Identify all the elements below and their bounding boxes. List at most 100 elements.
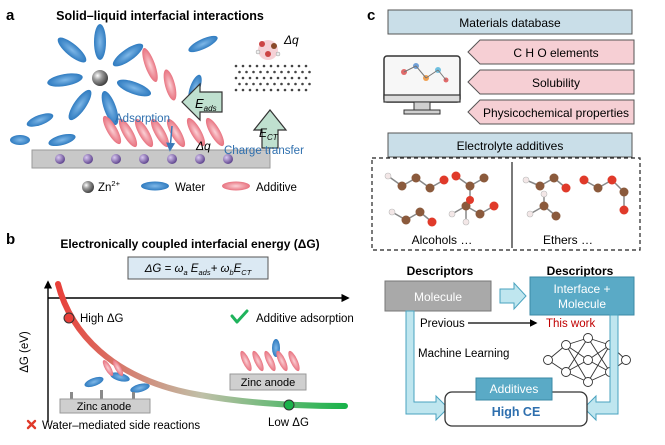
equation: ΔG = ωa Eads+ ωbECT [144,263,253,277]
hydrogen-atom [526,210,534,218]
charge-transfer-label: Charge transfer [224,145,304,157]
high-dg-label: High ΔG [80,313,124,325]
panel-a: a Solid–liquid interfacial interactions [6,7,311,194]
grid-dot [308,82,311,86]
additive-molecule [102,115,122,145]
additive-molecule [150,118,170,148]
carbon-atoms [535,173,629,221]
carbon-atom [593,183,603,193]
energy-curve [55,281,348,409]
panel-a-title: Solid–liquid interfacial interactions [56,9,264,23]
e-ads-arrow: Eads [181,82,223,122]
high-ce-label: High CE [492,405,541,419]
interface-grid [234,64,311,92]
additive-molecule [264,350,276,372]
zinc-anode-right-illustration: Zinc anode [229,339,307,391]
carbon-atom [539,201,549,211]
grid-dot [301,70,304,74]
substrate-atom [55,154,65,164]
carbon-atom [549,173,559,183]
oxygen-atom [466,196,474,204]
interface-box-line2: Molecule [558,297,606,311]
grid-dot [273,70,276,74]
additive-molecule [163,69,177,101]
oxygen-atom [451,171,461,181]
water-molecule [110,372,130,382]
water-molecule [68,89,92,121]
water-molecule [84,376,104,388]
grid-dot [290,88,294,92]
grid-dot [280,70,283,74]
grid-dot [252,82,255,86]
additive-adsorption-label: Additive adsorption [256,313,354,325]
water-molecule [130,383,150,393]
molecule-box [384,280,492,312]
additive-molecule [102,360,114,376]
carbon-atom [479,173,489,183]
grid-dot [297,64,301,68]
hydrated-zn-cluster [47,24,152,126]
grid-dot [266,82,269,86]
cross-icon [26,419,37,430]
grid-dot [259,82,262,86]
delta-q-top: Δq [283,33,299,47]
materials-database-label: Materials database [459,16,561,30]
electrolyte-additives-label: Electrolyte additives [457,139,564,153]
grid-dot [241,88,245,92]
additive-molecule [134,118,154,148]
water-molecule [47,73,83,87]
grid-dot [248,64,252,68]
additive-molecule [240,350,252,372]
hydrogen-atom [388,208,396,216]
grid-dot [269,64,273,68]
water-molecule [48,133,76,147]
grid-dots [234,64,311,92]
grid-dot [255,64,259,68]
panel-a-letter: a [6,7,15,24]
carbon-atom [415,207,425,217]
additive-molecule [118,118,138,148]
grid-dot [245,70,248,74]
grid-dot [280,82,283,86]
carbon-atom [425,183,435,193]
substrate-atom [195,154,205,164]
grid-dot [297,88,301,92]
additives-box [475,377,553,401]
grid-dot [255,76,259,80]
additive-molecule [205,117,225,147]
zn-legend-label: Zn2+ [98,179,121,194]
ether-molecules [522,173,629,221]
grid-dot [273,82,276,86]
substrate-atom [167,154,177,164]
e-ct-symbol: ECT [259,126,279,142]
zn-legend-icon [82,181,94,193]
zinc-anode-right [229,373,307,391]
substrate-atom [139,154,149,164]
molecule-box-label: Molecule [414,290,462,304]
grid-dot [266,70,269,74]
oxygen-atom [561,183,571,193]
hydrogen-atoms [522,176,548,218]
carbon-atom [397,181,407,191]
dendrite [132,392,135,400]
grid-dot [290,76,294,80]
grid-dot [290,64,294,68]
additive-legend-icon [222,181,250,191]
water-molecule [26,113,54,127]
grid-dot [248,76,252,80]
high-dg-point [63,312,75,324]
water-molecule [94,24,106,60]
grid-dot [276,88,280,92]
additive-molecule [288,350,300,372]
low-dg-label: Low ΔG [268,417,309,429]
grid-dot [301,82,304,86]
grid-dot [304,88,308,92]
grid-dot [241,64,245,68]
zinc-substrate [31,149,271,169]
e-ads-symbol: Eads [195,96,217,113]
tag-physicochemical [467,99,635,125]
hydrogen-atoms [384,172,470,226]
carbon-atom [465,181,475,191]
oxygen-atoms [427,171,499,227]
zinc-anode-left-illustration: Zinc anode [59,360,151,414]
